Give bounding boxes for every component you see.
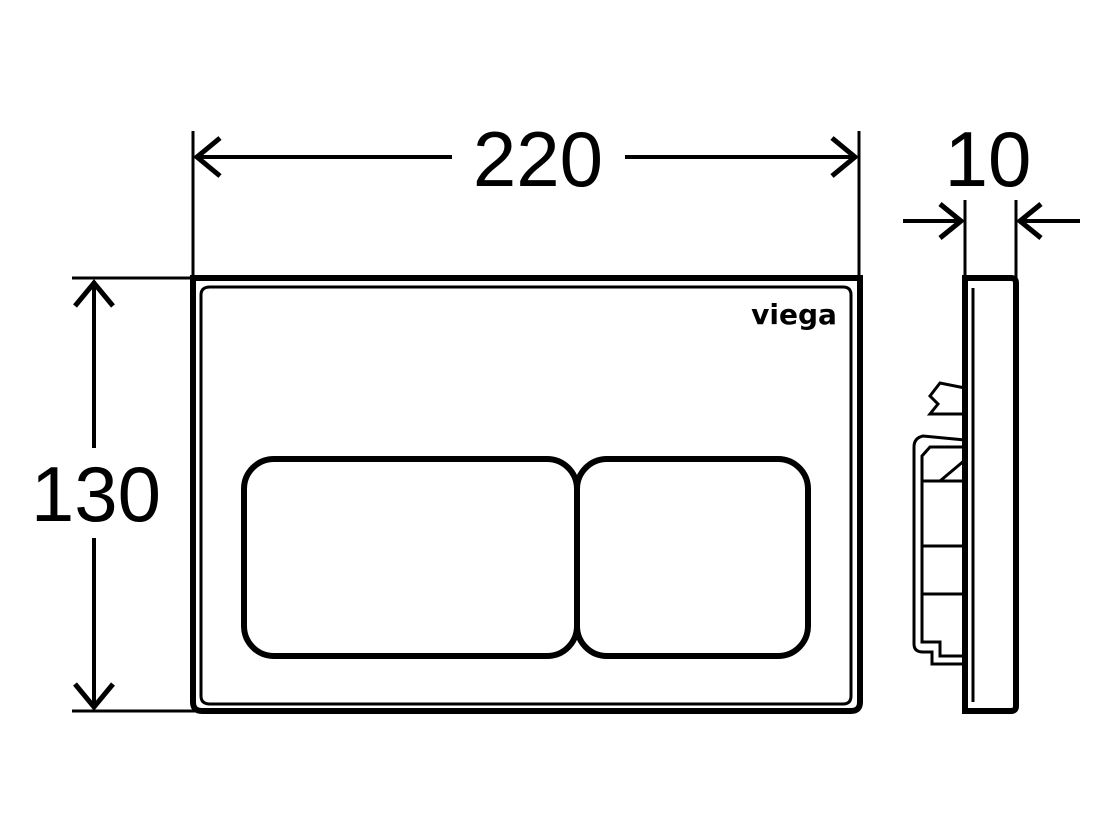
height-arrow-up-icon [73, 279, 115, 308]
width-label: 220 [473, 115, 603, 203]
brand-logo: viega [751, 298, 837, 331]
side-plate-profile [962, 275, 1019, 714]
side-view [912, 275, 1019, 714]
width-arrow-left-icon [193, 136, 222, 178]
width-dimension [191, 131, 861, 278]
flush-button-left [241, 456, 580, 659]
side-actuator-inner [920, 445, 965, 658]
front-view [190, 275, 863, 714]
height-arrow-down-icon [73, 682, 115, 711]
side-mounting-clip [926, 381, 966, 416]
height-label: 130 [31, 450, 161, 538]
depth-label: 10 [945, 115, 1032, 203]
side-actuator-link [939, 458, 966, 483]
depth-arrow-right-icon [938, 202, 965, 240]
plate-inner-edge [199, 285, 853, 706]
depth-arrow-left-icon [1016, 202, 1043, 240]
depth-dimension [903, 200, 1080, 285]
flush-button-right [574, 456, 811, 659]
plate-outline [190, 275, 863, 714]
height-dimension [72, 276, 196, 713]
side-actuator-outer [912, 434, 966, 666]
width-arrow-right-icon [830, 136, 859, 178]
